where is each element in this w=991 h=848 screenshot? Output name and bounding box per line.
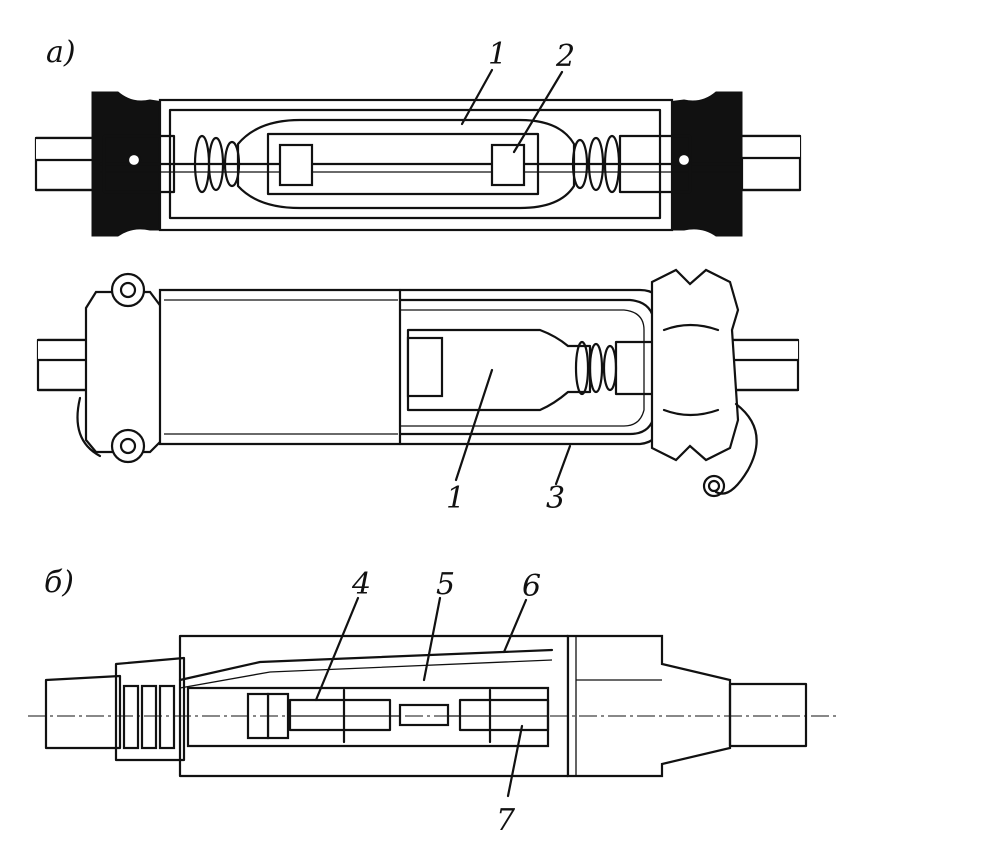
labels: а) 1 2 1 3 б) 4 5 6 7	[44, 35, 575, 838]
part-b-letter: б)	[44, 565, 74, 600]
joint-a-bottom	[36, 268, 800, 498]
callout-1-top: 1	[488, 37, 507, 72]
leaders	[314, 68, 572, 798]
part-a-letter: а)	[46, 35, 76, 70]
bolt-icon	[110, 272, 146, 308]
callout-1-bottom: 1	[446, 481, 465, 516]
core-insulation	[406, 328, 592, 412]
clamp-right	[650, 268, 740, 462]
clamp-left	[84, 290, 164, 454]
bolt-icon	[110, 428, 146, 464]
joint-b	[28, 634, 840, 778]
callout-5: 5	[436, 567, 455, 602]
callout-3: 3	[546, 481, 565, 516]
callout-4: 4	[351, 567, 371, 602]
joint-a-top	[34, 91, 802, 237]
cable-b-left	[44, 674, 122, 750]
ferrule-right	[458, 698, 550, 732]
callout-7: 7	[496, 803, 516, 838]
end-cap	[566, 634, 732, 778]
callout-2-top: 2	[555, 39, 575, 74]
callout-6: 6	[522, 569, 541, 604]
cable-b-right	[728, 682, 808, 748]
ferrule-left	[288, 698, 392, 732]
ground-wire	[714, 402, 758, 495]
